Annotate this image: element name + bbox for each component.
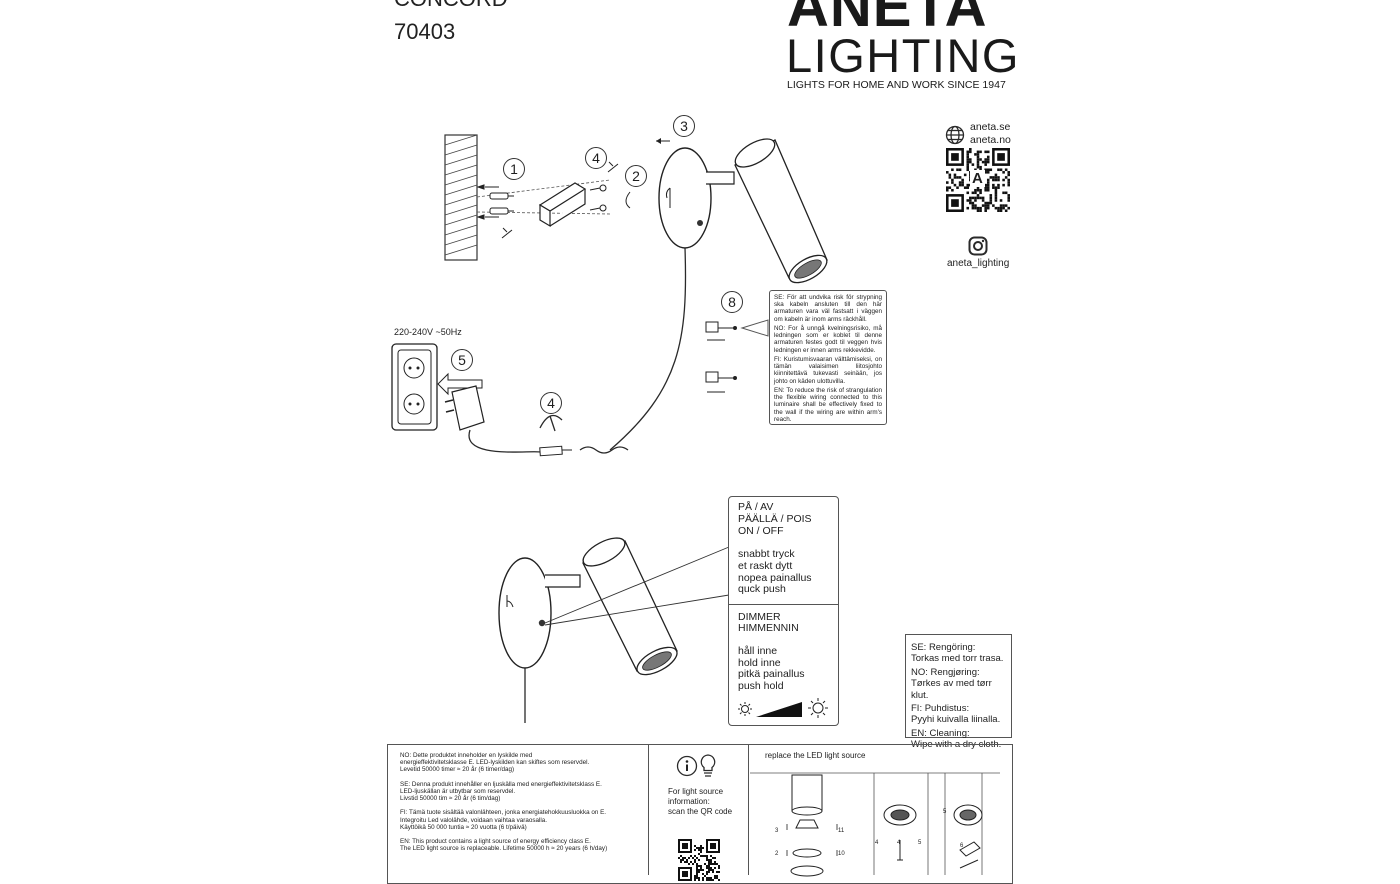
model-name: CONCORD xyxy=(394,0,508,11)
energy-fi-1: FI: Tämä tuote sisältää valonlähteen, jo… xyxy=(400,809,607,817)
info-line-2: information: xyxy=(668,797,710,806)
energy-no-2: energieffektivitetsklasse E. LED-lyskild… xyxy=(400,759,590,767)
switch-info-divider xyxy=(728,604,838,605)
wall-outlet xyxy=(391,343,438,431)
dimmer-fi: HIMMENNIN xyxy=(738,622,799,634)
step-number-4-top: 4 xyxy=(585,147,607,169)
energy-en-1: EN: This product contains a light source… xyxy=(400,838,591,846)
led-replacement-diagram xyxy=(750,772,1000,877)
replace-step-3: 3 xyxy=(775,828,779,834)
globe-icon xyxy=(945,125,965,145)
quick-en: quck push xyxy=(738,583,786,595)
strip-divider-2 xyxy=(748,744,749,875)
info-line-1: For light source xyxy=(668,787,724,796)
instagram-icon[interactable] xyxy=(968,236,988,256)
hold-no: hold inne xyxy=(738,657,781,669)
replace-step-10: 10 xyxy=(838,851,845,857)
info-icon xyxy=(676,755,698,777)
cleaning-no-title: NO: Rengjøring: xyxy=(911,666,980,678)
onoff-fi: PÄÄLLÄ / POIS xyxy=(738,513,812,525)
instagram-handle[interactable]: aneta_lighting xyxy=(947,258,1010,269)
switch-info-box xyxy=(728,496,839,726)
safety-text-se: SE: För att undvika risk för strypning s… xyxy=(774,294,882,323)
energy-se-3: Livstid 50000 tim ≈ 20 år (6 tim/dag) xyxy=(400,795,501,803)
cleaning-se-title: SE: Rengöring: xyxy=(911,642,976,653)
cleaning-fi-text: Pyyhi kuivalla liinalla. xyxy=(911,714,1001,726)
voltage-label: 220-240V ~50Hz xyxy=(394,327,462,337)
brand-logo-lighting: LIGHTING xyxy=(786,29,1020,82)
lamp-head xyxy=(734,138,828,284)
sun-large-icon xyxy=(808,698,828,718)
replace-step-5: 5 xyxy=(943,809,947,815)
hold-fi: pitkä painallus xyxy=(738,668,805,680)
energy-no-1: NO: Dette produktet inneholder en lyskil… xyxy=(400,752,533,759)
onoff-se: PÅ / AV xyxy=(738,501,774,513)
dimming-ramp-icon xyxy=(738,698,828,718)
wall-plugs xyxy=(489,192,514,215)
adapter-plug xyxy=(444,385,485,431)
lamp-wall-plate-2 xyxy=(498,557,581,669)
cleaning-instructions-box: SE: Rengöring: Torkas med torr trasa. NO… xyxy=(905,634,1012,750)
replace-step-4b: 4 xyxy=(897,840,901,846)
quick-fi: nopea painallus xyxy=(738,572,812,584)
energy-se-1: SE: Denna produkt innehåller en ljuskäll… xyxy=(400,780,602,788)
bulb-icon xyxy=(700,754,716,777)
dimmer-se: DIMMER xyxy=(738,611,781,623)
mounting-diagram xyxy=(444,134,828,451)
sun-small-icon xyxy=(738,702,752,716)
article-number: 70403 xyxy=(394,19,456,44)
energy-en-2: The LED light source is replaceable. Lif… xyxy=(400,845,608,853)
cleaning-no-text: Tørkes av med tørr klut. xyxy=(911,678,992,701)
wall-hatch xyxy=(444,134,478,261)
energy-se-2: LED-ljuskällan är utbytbar som reservdel… xyxy=(400,787,516,795)
brand-tagline: LIGHTS FOR HOME AND WORK SINCE 1947 xyxy=(787,79,1006,91)
hold-se: håll inne xyxy=(738,645,778,657)
power-adapter-diagram xyxy=(391,343,629,457)
replace-step-6: 6 xyxy=(960,843,964,849)
mounting-bracket xyxy=(538,182,587,228)
step-number-8: 8 xyxy=(721,291,743,313)
cleaning-en-title: EN: Cleaning: xyxy=(911,727,970,739)
safety-text-no: NO: For å unngå kvelningsrisiko, må ledn… xyxy=(774,324,882,354)
cleaning-fi-title: FI: Puhdistus: xyxy=(911,702,970,714)
brand-logo-aneta: ANETA xyxy=(787,0,988,39)
info-line-3: scan the QR code xyxy=(668,807,733,816)
step-number-5: 5 xyxy=(451,349,473,371)
replace-led-title: replace the LED light source xyxy=(765,751,866,760)
website-se[interactable]: aneta.se xyxy=(970,121,1011,133)
strip-divider-1 xyxy=(648,744,649,875)
quick-se: snabbt tryck xyxy=(738,548,795,560)
qr-center-letter: A xyxy=(970,170,985,188)
switch-diagram xyxy=(498,537,730,723)
cable-clips xyxy=(705,321,737,393)
energy-text-block: NO: Dette produktet inneholder en lyskil… xyxy=(400,752,645,853)
callout-arrow xyxy=(740,319,769,337)
step-number-4-bottom: 4 xyxy=(540,392,562,414)
hold-en: push hold xyxy=(738,680,784,692)
quick-no: et raskt dytt xyxy=(738,560,793,572)
replace-step-5b: 5 xyxy=(918,840,922,846)
lamp-head-2 xyxy=(582,537,678,676)
replace-step-11: 11 xyxy=(838,828,845,834)
safety-text-en: EN: To reduce the risk of strangulation … xyxy=(774,386,882,423)
replace-step-4a: 4 xyxy=(875,840,879,846)
step-number-2: 2 xyxy=(625,165,647,187)
replace-step-2: 2 xyxy=(775,851,779,857)
website-no[interactable]: aneta.no xyxy=(970,134,1011,146)
cleaning-se-text: Torkas med torr trasa. xyxy=(911,653,1004,665)
safety-text-fi: FI: Kuristumisvaaran välttämiseksi, on t… xyxy=(774,355,882,385)
energy-fi-2: Integroitu Led valolähde, voidaan vaihta… xyxy=(400,816,548,824)
energy-fi-3: Käyttöikä 50 000 tuntia ≈ 20 vuotta (6 t… xyxy=(400,823,527,831)
lamp-wall-plate xyxy=(658,147,735,249)
step-number-3: 3 xyxy=(673,115,695,137)
safety-warning-box: SE: För att undvika risk för strypning s… xyxy=(769,290,887,425)
onoff-en: ON / OFF xyxy=(738,525,784,537)
step-number-1: 1 xyxy=(503,158,525,180)
energy-no-3: Levetid 50000 timer ≈ 20 år (6 timer/dag… xyxy=(400,766,515,774)
